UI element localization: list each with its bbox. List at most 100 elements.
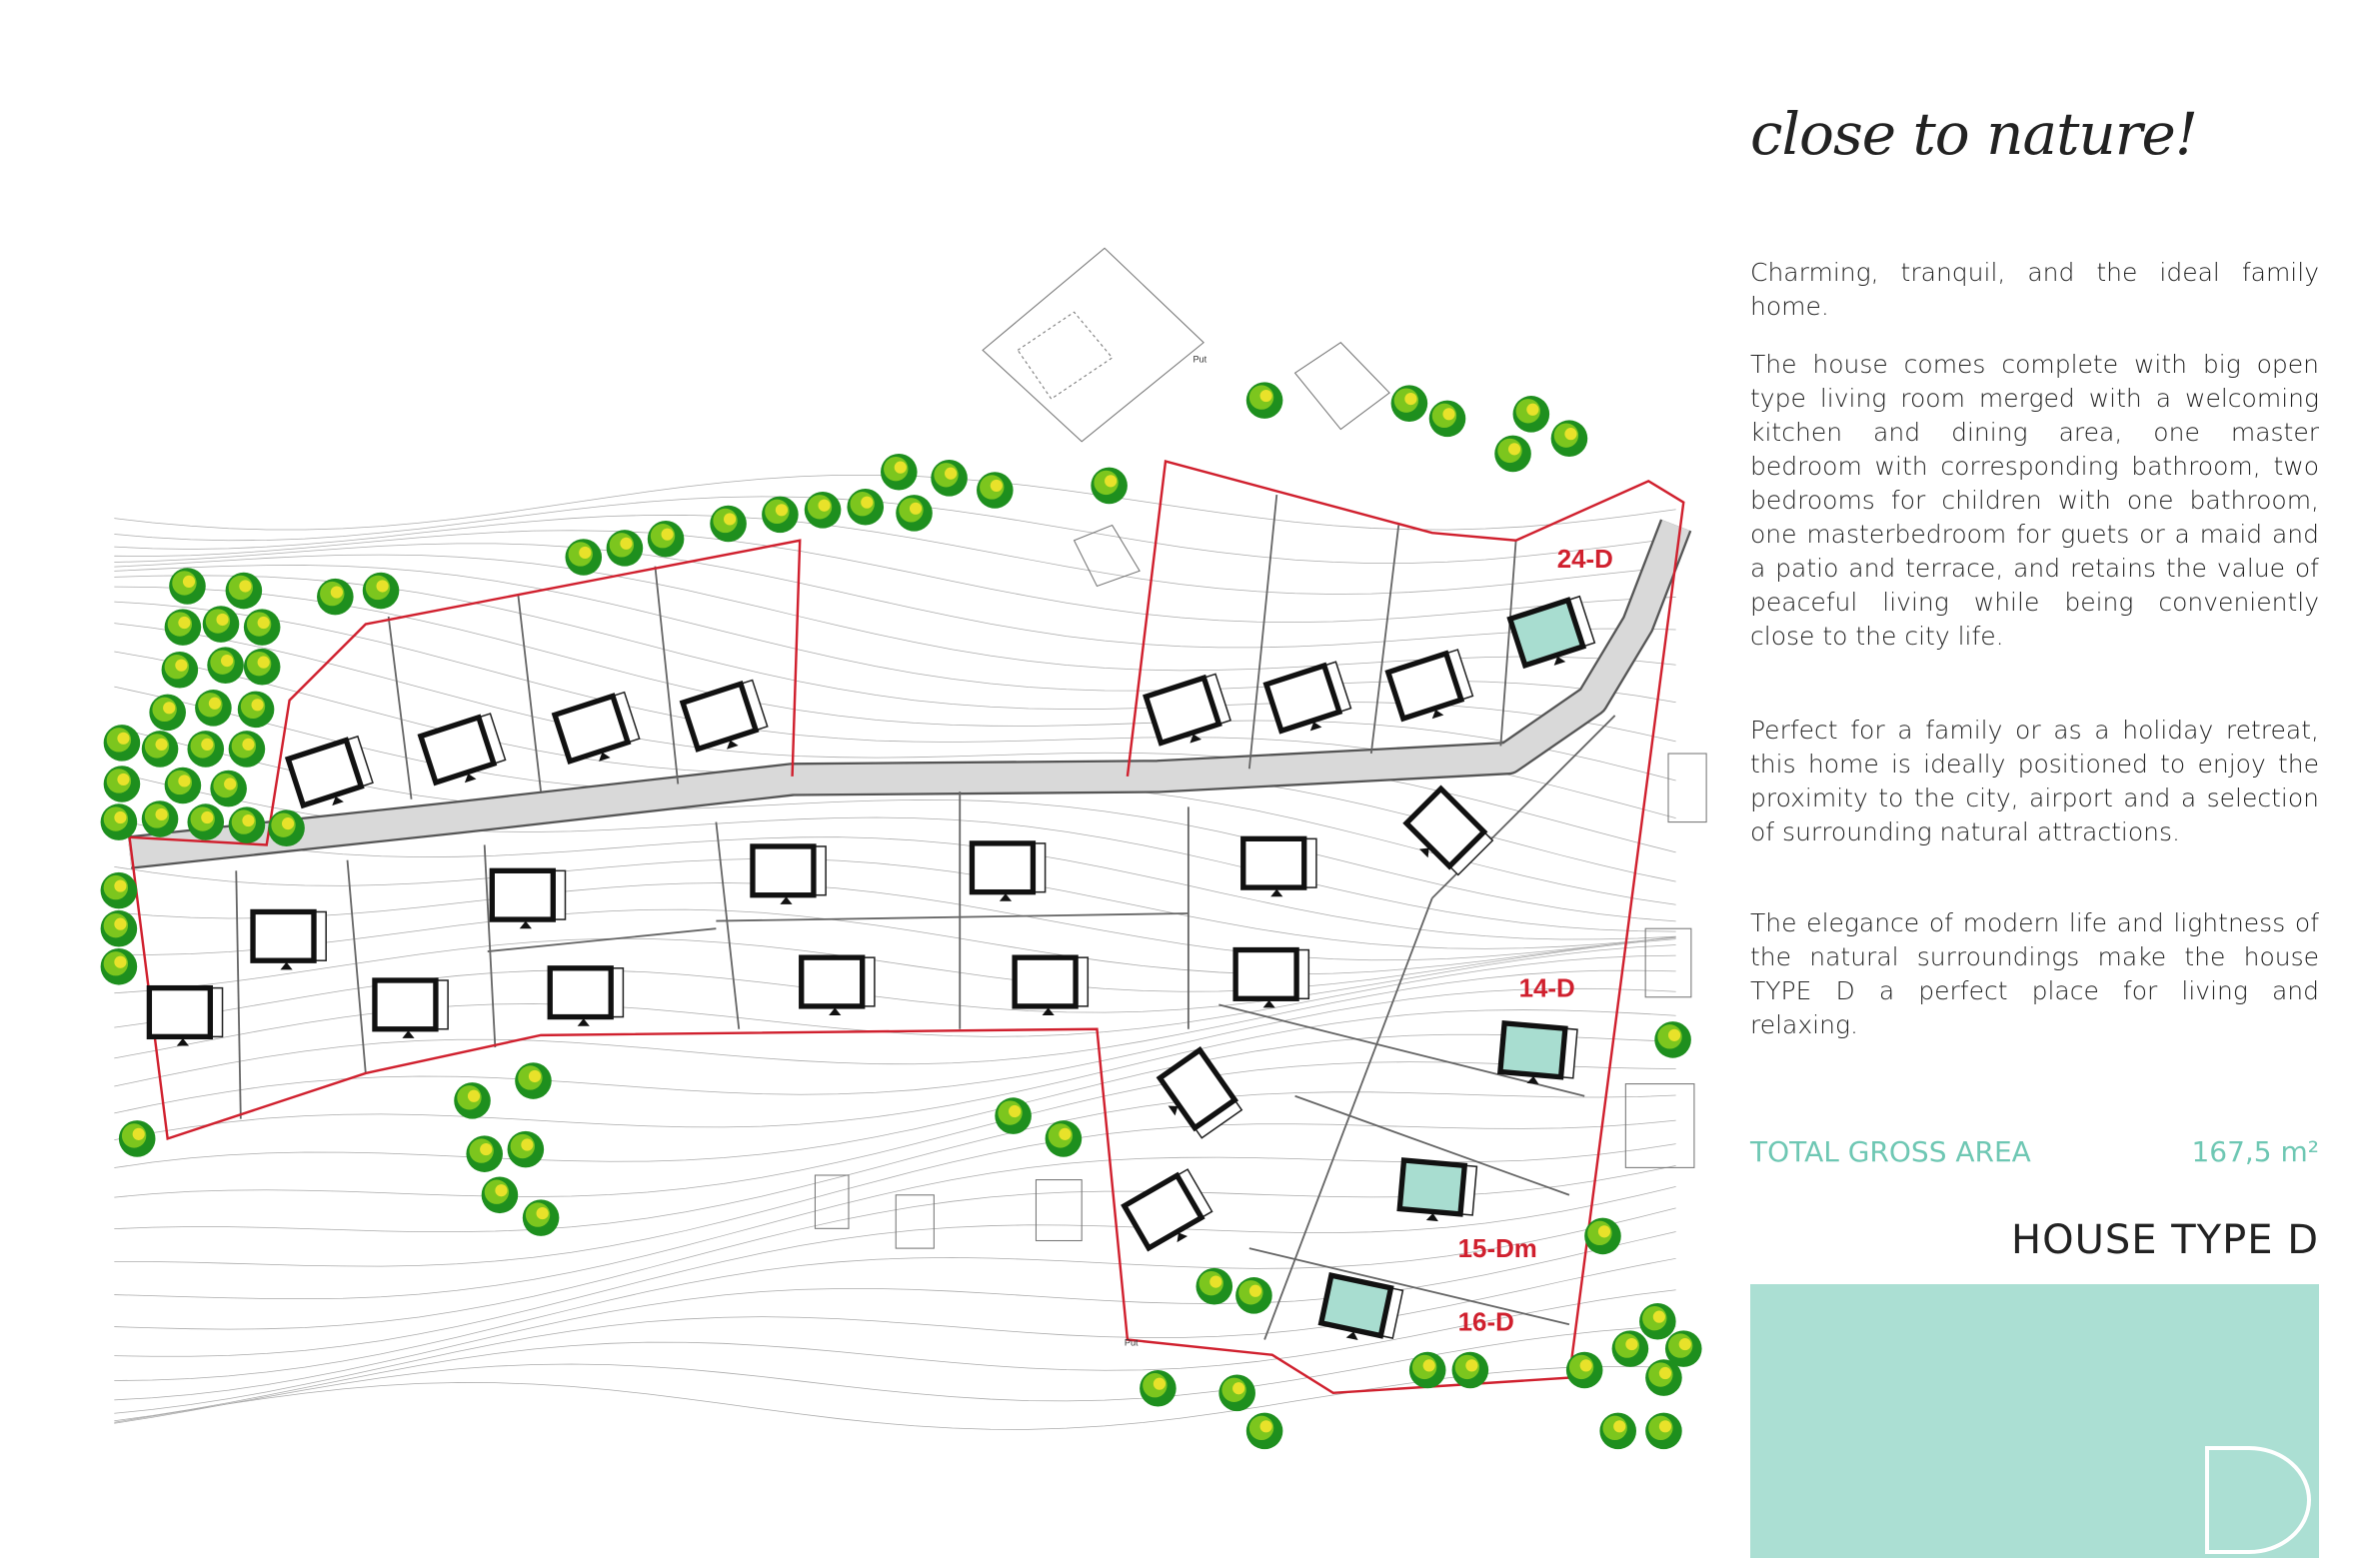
tree-icon	[1494, 435, 1531, 473]
plot-label-15-dm: 15-Dm	[1458, 1235, 1537, 1263]
description-paragraph: The elegance of modern life and lightnes…	[1750, 908, 2319, 1039]
tree-icon	[1451, 1351, 1489, 1389]
tree-icon	[1550, 420, 1588, 457]
tree-icon	[1245, 382, 1283, 419]
contour-line	[114, 1009, 1676, 1141]
contour-line	[114, 882, 1676, 961]
tree-icon	[100, 948, 138, 985]
house	[1402, 784, 1494, 876]
tree-icon	[515, 1062, 552, 1099]
tree-icon	[228, 806, 266, 843]
tree-icon	[454, 1082, 491, 1119]
tree-icon	[169, 568, 206, 605]
tree-icon	[1639, 1302, 1676, 1340]
contour-line	[114, 1289, 1676, 1422]
house	[417, 713, 507, 786]
tree-icon	[847, 488, 885, 526]
tree-icon	[141, 731, 179, 768]
tree-icon	[103, 725, 141, 762]
house	[372, 977, 449, 1038]
house	[551, 691, 641, 766]
house-type-d	[1496, 1019, 1578, 1084]
tree-icon	[1565, 1351, 1603, 1389]
tree-icon	[141, 800, 179, 837]
contour-line	[114, 543, 1676, 649]
tree-icon	[164, 609, 202, 646]
contour-lines	[114, 475, 1676, 1430]
tree-icon	[187, 803, 225, 840]
tree-icon	[880, 453, 918, 491]
house	[489, 867, 567, 929]
contour-line	[114, 1257, 1676, 1414]
tree-icon	[995, 1097, 1032, 1134]
page-title: close to nature!	[1750, 100, 2198, 168]
tree-icon	[466, 1135, 503, 1172]
tree-icon	[225, 572, 263, 610]
tree-icon	[1645, 1412, 1682, 1450]
total-gross-area-value: 167,5 m²	[2191, 1135, 2319, 1168]
contour-line	[114, 1061, 1676, 1198]
tree-icon	[100, 803, 138, 840]
tree-icon	[762, 496, 799, 534]
tree-icon	[1140, 1369, 1177, 1407]
contour-line	[114, 857, 1676, 949]
house	[1384, 649, 1474, 723]
house	[799, 954, 876, 1016]
total-gross-area-label: TOTAL GROSS AREA	[1750, 1135, 2031, 1168]
tree-icon	[161, 651, 199, 689]
tree-icon	[317, 578, 354, 616]
contour-line	[114, 818, 1676, 940]
houses	[146, 595, 1596, 1341]
trees	[100, 382, 1702, 1450]
tree-icon	[118, 1120, 156, 1157]
contour-line	[114, 1033, 1676, 1168]
description-paragraph: Perfect for a family or as a holiday ret…	[1750, 716, 2319, 846]
tree-icon	[1218, 1374, 1255, 1412]
tree-icon	[896, 495, 933, 532]
house	[1143, 673, 1232, 747]
tree-icon	[195, 690, 232, 727]
tree-icon	[931, 460, 968, 497]
tree-icon	[210, 770, 247, 807]
contour-line	[114, 554, 1676, 672]
contour-line	[114, 623, 1676, 853]
house	[547, 965, 625, 1026]
tree-icon	[207, 647, 244, 684]
house	[1121, 1168, 1213, 1252]
tree-icon	[710, 505, 747, 543]
tree-icon	[268, 809, 305, 846]
tree-icon	[1408, 1351, 1446, 1389]
tree-icon	[977, 472, 1014, 509]
tree-icon	[1390, 385, 1428, 422]
tree-icon	[1091, 467, 1128, 505]
tree-icon	[243, 609, 281, 646]
contour-line	[114, 530, 1676, 623]
contour-line	[114, 586, 1676, 782]
tree-icon	[804, 492, 842, 529]
tree-icon	[103, 766, 141, 802]
road-label: Put	[1192, 355, 1206, 365]
road-label: Put	[1125, 1338, 1139, 1348]
house	[969, 840, 1047, 901]
plot-label-14-d: 14-D	[1519, 975, 1575, 1003]
house-type-d	[1506, 595, 1596, 670]
house-type-d	[1317, 1272, 1404, 1341]
contour-line	[114, 1091, 1676, 1233]
plot-label-16-d: 16-D	[1458, 1308, 1514, 1336]
tree-icon	[1584, 1217, 1621, 1255]
house	[250, 908, 327, 970]
plot-boundaries	[128, 460, 1685, 1395]
contour-line	[114, 727, 1676, 922]
contour-line	[114, 969, 1676, 1087]
house-type-title: HOUSE TYPE D	[2011, 1217, 2319, 1263]
house-type-swatch	[1750, 1284, 2319, 1558]
tree-icon	[237, 691, 275, 729]
contour-line	[114, 937, 1676, 994]
contour-line	[114, 1186, 1676, 1357]
contour-line	[114, 1119, 1676, 1267]
tree-icon	[164, 767, 202, 804]
plot-label-24-d: 24-D	[1557, 546, 1613, 574]
house	[284, 735, 374, 809]
house	[1232, 946, 1310, 1008]
tree-icon	[1664, 1330, 1702, 1367]
